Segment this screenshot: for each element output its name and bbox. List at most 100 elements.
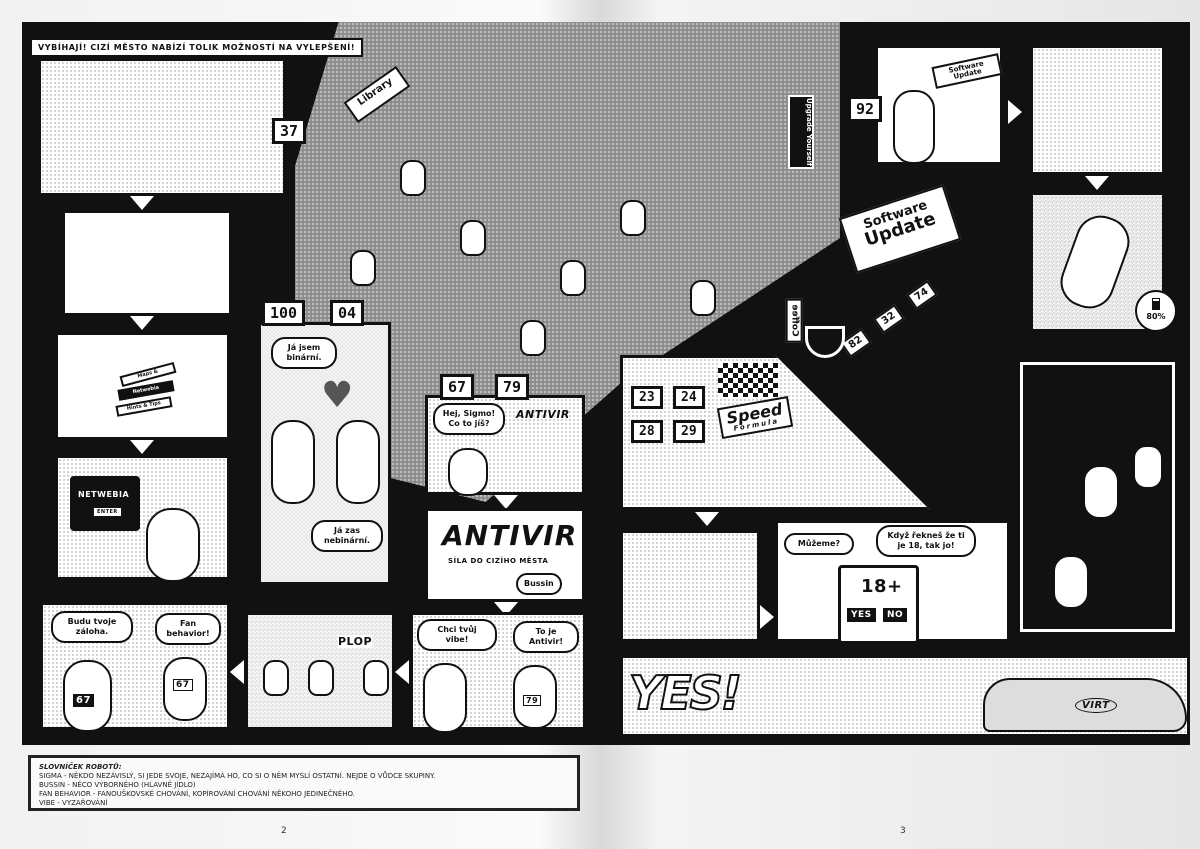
robot-number-label: 67 — [440, 374, 475, 400]
arrow-down-icon — [130, 316, 154, 330]
robot-figure — [271, 420, 315, 504]
age-check-terminal: 18+ Yes No — [838, 565, 919, 644]
arrow-down-icon — [130, 440, 154, 454]
yes-button[interactable]: Yes — [847, 608, 876, 622]
glossary-box: Slovníček robotů: Sigma - někdo nezávisl… — [28, 755, 580, 811]
robot-badge: 67 — [73, 694, 94, 707]
speech-bubble: Já jsem binární. — [271, 337, 337, 369]
antivir-logo: Antivir — [442, 519, 578, 552]
robot-figure — [460, 220, 486, 256]
speech-bubble: Když řekneš že ti je 18, tak jo! — [876, 525, 976, 557]
panel-age-check: Můžeme? Když řekneš že ti je 18, tak jo!… — [775, 520, 1010, 644]
netwebia-logo: Netwebia — [78, 490, 130, 499]
robot-figure — [690, 280, 716, 316]
battery-level: 80% — [1146, 312, 1166, 321]
speech-bubble: To je Antivir! — [513, 621, 579, 653]
panel-antivir-logo: Antivir Síla do cizího města Bussin — [425, 508, 585, 602]
page-number: 3 — [900, 826, 906, 836]
race-number: 29 — [673, 420, 705, 443]
robot-number-label: 92 — [848, 96, 883, 122]
no-button[interactable]: No — [883, 608, 908, 622]
arrow-left-icon — [395, 660, 409, 684]
panel-backup: Budu tvoje záloha. Fan behavior! 67 67 — [40, 602, 230, 732]
coffee-cup-icon — [805, 326, 845, 358]
speech-bubble: Hej, Sigmo! Co to jíš? — [433, 403, 505, 435]
speech-bubble: Já zas nebinární. — [311, 520, 383, 552]
panel-robot-92: Software Update — [875, 45, 1003, 165]
antivir-poster: Antivir — [516, 408, 570, 421]
robot-number-label: 79 — [495, 374, 530, 400]
robot-figure — [263, 660, 289, 696]
arrow-down-icon — [494, 495, 518, 509]
panel-library-entrance — [38, 58, 286, 196]
glossary-title: Slovníček robotů: — [39, 763, 122, 771]
computer-screen: Netwebia Enter — [70, 476, 140, 531]
race-number: 24 — [673, 386, 705, 409]
battery-bubble: 80% — [1135, 290, 1177, 332]
glossary-entry: Bussin - něco výborného (hlavně jídlo) — [39, 781, 196, 789]
robot-number-label: 37 — [272, 118, 307, 144]
robot-figure — [350, 250, 376, 286]
antivir-tagline: Síla do cizího města — [448, 557, 549, 565]
speed-formula-sign: Speed Formula — [716, 395, 794, 440]
panel-arcade-machine — [620, 530, 760, 642]
panel-yes-race: Yes! VIRT — [620, 655, 1190, 737]
race-number: 28 — [631, 420, 663, 443]
speech-bubble: Můžeme? — [784, 533, 854, 555]
robot-figure — [336, 420, 380, 504]
robot-figure — [363, 660, 389, 696]
panel-binary: Já jsem binární. ♥ Já zas nebinární. — [258, 322, 391, 585]
panel-netwebia-computer: Netwebia Enter — [55, 455, 230, 582]
glossary-entry: Vibe - vyzařování — [39, 799, 108, 807]
software-update-poster: Software Update — [931, 53, 1003, 89]
robot-figure — [560, 260, 586, 296]
glossary-entry: Fan behavior - fanouškovské chování, kop… — [39, 790, 355, 798]
heart-icon: ♥ — [321, 375, 354, 416]
speech-bubble: Chci tvůj vibe! — [417, 619, 497, 651]
glossary-entry: Sigma - někdo nezávislý, si jede svoje, … — [39, 772, 436, 780]
race-car: VIRT — [983, 678, 1187, 732]
car-logo: VIRT — [1075, 698, 1117, 713]
robot-figure — [448, 448, 488, 496]
robot-figure — [893, 90, 935, 164]
robot-figure: 79 — [513, 665, 557, 729]
robot-figure — [1133, 445, 1163, 489]
battery-icon — [1152, 298, 1160, 310]
robot-figure — [423, 663, 467, 733]
robot-figure — [620, 200, 646, 236]
robot-figure — [520, 320, 546, 356]
top-caption: Vybíhají! Cizí město nabízí tolik možnos… — [30, 38, 364, 57]
robot-number-label: 04 — [330, 300, 365, 326]
panel-want-vibe: Chci tvůj vibe! To je Antivir! 79 — [410, 612, 586, 733]
plop-sound-effect: Plop — [338, 635, 373, 648]
arrow-right-icon — [760, 605, 774, 629]
speech-bubble: Fan behavior! — [155, 613, 221, 645]
robot-figure — [1053, 208, 1137, 316]
enter-button: Enter — [94, 508, 121, 516]
robot-figure — [1053, 555, 1089, 609]
robot-number-label: 100 — [262, 300, 306, 326]
panel-plop: Plop — [245, 612, 395, 730]
panel-library-shelves — [62, 210, 232, 316]
panel-reading-books: Maps & Netwebia Hints & Tips — [55, 332, 230, 440]
page-number: 2 — [281, 826, 287, 836]
robot-badge: 67 — [173, 679, 193, 691]
arrow-down-icon — [130, 196, 154, 210]
coffee-sign: Coffee — [785, 298, 803, 343]
age-label: 18+ — [861, 576, 903, 597]
robot-figure: 67 — [163, 657, 207, 721]
arrow-right-icon — [1008, 100, 1022, 124]
yes-shout: Yes! — [628, 665, 743, 721]
robot-figure — [308, 660, 334, 696]
speech-bubble: Bussin — [516, 573, 562, 595]
robot-figure — [400, 160, 426, 196]
race-number: 23 — [631, 386, 663, 409]
robot-badge: 79 — [523, 695, 542, 706]
arrow-left-icon — [230, 660, 244, 684]
robot-figure: 67 — [63, 660, 112, 732]
panel-antivir-shop: Hej, Sigmo! Co to jíš? Antivir — [425, 395, 585, 496]
panel-robot-gathering — [1020, 362, 1175, 632]
robot-figure — [146, 508, 200, 582]
robot-figure — [1083, 465, 1119, 519]
